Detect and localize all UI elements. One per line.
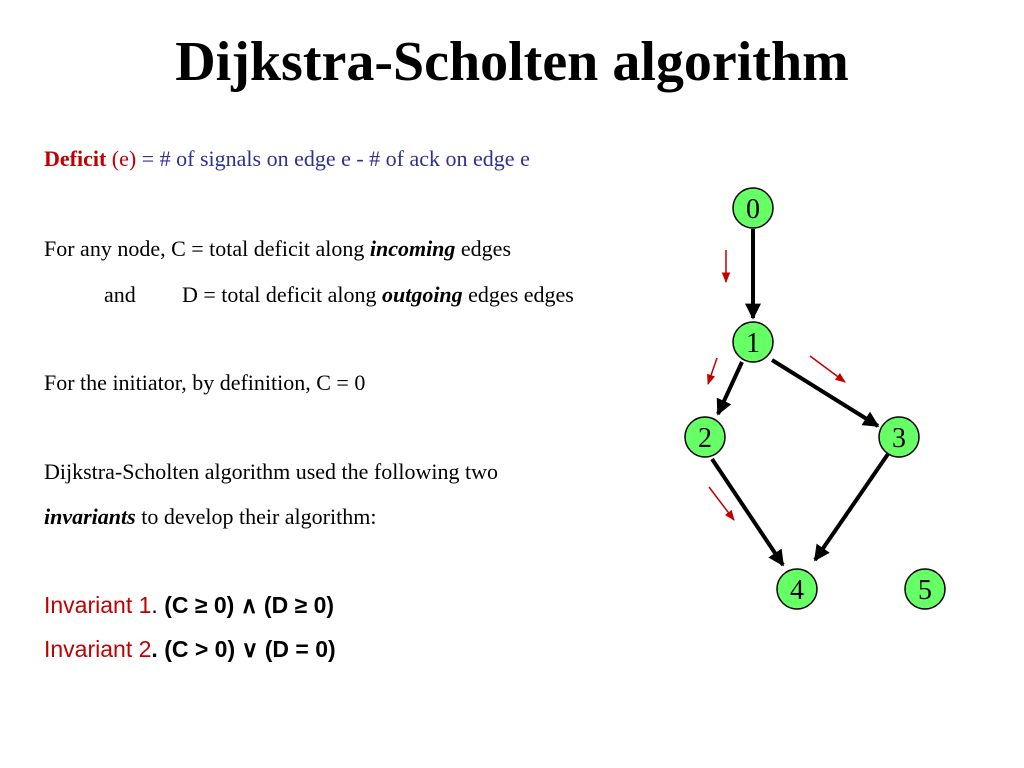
invariants-emphasis: invariants xyxy=(44,504,136,529)
invariant-1-label: Invariant 1 xyxy=(44,592,152,618)
edge-1-3 xyxy=(770,358,880,428)
c-definition: For any node, C = total deficit along in… xyxy=(44,236,511,262)
deficit-formula: = # of signals on edge e - # of ack on e… xyxy=(136,146,530,171)
signal-arrow-1-3 xyxy=(809,355,846,383)
invariant-2-formula: (C > 0) ∨ (D = 0) xyxy=(164,636,336,662)
node-0: 0 xyxy=(732,187,774,229)
svg-text:0: 0 xyxy=(746,194,760,225)
node-4: 4 xyxy=(776,568,818,610)
edge-1-2 xyxy=(716,361,744,416)
d-def-and: and xyxy=(104,282,136,307)
invariants-intro-line1: Dijkstra-Scholten algorithm used the fol… xyxy=(44,459,498,484)
invariant-1-sep: . xyxy=(151,592,165,618)
d-definition: and D = total deficit along outgoing edge… xyxy=(104,282,574,308)
svg-text:4: 4 xyxy=(790,575,804,606)
c-def-emphasis: incoming xyxy=(369,236,456,261)
svg-text:2: 2 xyxy=(698,423,712,454)
d-def-suffix: edges edges xyxy=(462,282,574,307)
invariant-2-label: Invariant 2 xyxy=(44,636,152,662)
invariant-2: Invariant 2. (C > 0) ∨ (D = 0) xyxy=(44,636,336,663)
slide-title: Dijkstra-Scholten algorithm xyxy=(175,31,849,93)
deficit-term: Deficit xyxy=(44,146,107,171)
signal-arrow-1-2 xyxy=(707,357,718,385)
invariant-1-formula: (C ≥ 0) ∧ (D ≥ 0) xyxy=(164,592,335,618)
svg-text:1: 1 xyxy=(746,328,760,359)
deficit-arg: (e) xyxy=(106,146,137,171)
initiator-line: For the initiator, by definition, C = 0 xyxy=(44,370,366,395)
node-2: 2 xyxy=(684,416,726,458)
svg-text:3: 3 xyxy=(892,423,906,454)
node-5: 5 xyxy=(904,568,946,610)
signal-arrow-2-4 xyxy=(708,486,735,521)
invariant-2-sep: . xyxy=(151,636,165,662)
edge-3-4 xyxy=(813,452,890,562)
invariant-1: Invariant 1. (C ≥ 0) ∧ (D ≥ 0) xyxy=(44,592,334,619)
c-def-text: For any node, C = total deficit along xyxy=(44,236,370,261)
invariants-intro-line2: invariants to develop their algorithm: xyxy=(44,504,376,530)
d-def-emphasis: outgoing xyxy=(381,282,463,307)
node-3: 3 xyxy=(878,416,920,458)
deficit-definition: Deficit (e) = # of signals on edge e - #… xyxy=(44,146,530,172)
svg-text:5: 5 xyxy=(918,575,932,606)
edge-2-4 xyxy=(710,457,785,567)
d-def-text: D = total deficit along xyxy=(182,282,382,307)
invariants-intro-suffix: to develop their algorithm: xyxy=(135,504,377,529)
node-1: 1 xyxy=(732,321,774,363)
c-def-suffix: edges xyxy=(455,236,512,261)
